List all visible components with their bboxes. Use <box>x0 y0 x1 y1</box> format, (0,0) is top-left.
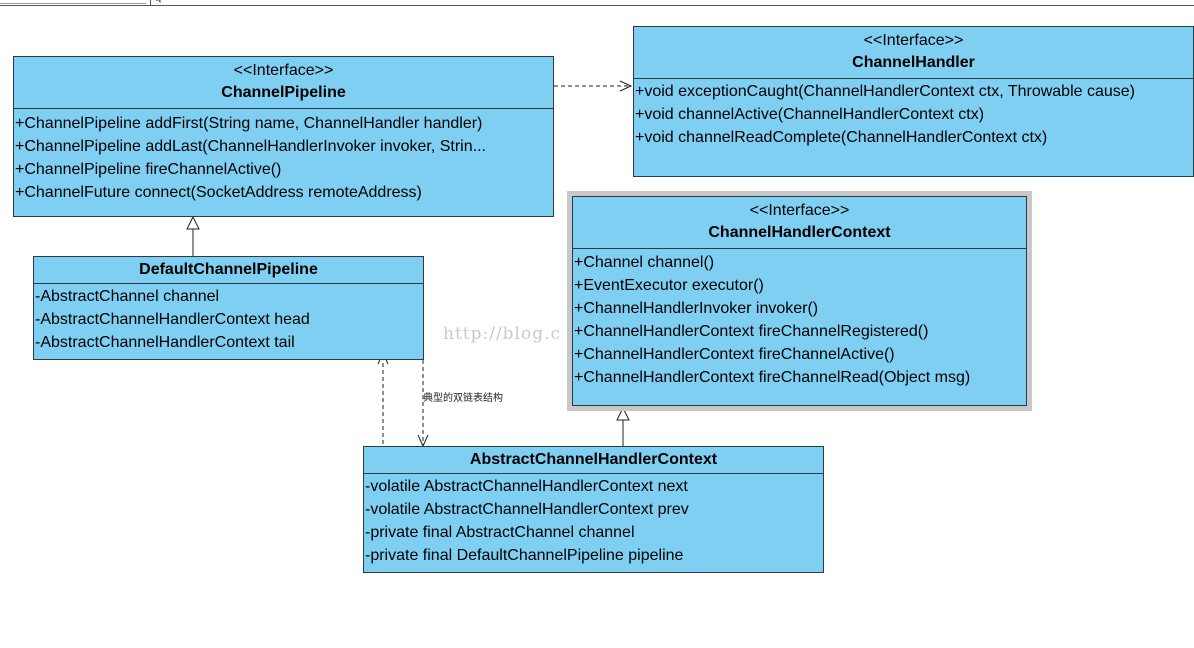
toolbar-glyph: ℚ <box>154 0 163 4</box>
realization-arrowhead-2 <box>616 406 630 421</box>
toolbar-tab-edge <box>0 0 146 4</box>
operation-item: +Channel channel() <box>574 254 715 271</box>
stereotype-label: <<Interface>> <box>863 32 964 49</box>
class-default-channel-pipeline[interactable]: DefaultChannelPipeline -AbstractChannel … <box>33 256 424 360</box>
operation-item: +void channelReadComplete(ChannelHandler… <box>635 129 1048 146</box>
attribute-item: -AbstractChannelHandlerContext tail <box>35 334 295 351</box>
class-channel-handler[interactable]: <<Interface>> ChannelHandler +void excep… <box>633 26 1194 177</box>
operation-item: +void channelActive(ChannelHandlerContex… <box>635 106 985 123</box>
attribute-item: -private final AbstractChannel channel <box>365 524 635 541</box>
operation-item: +ChannelPipeline addLast(ChannelHandlerI… <box>15 138 486 155</box>
attribute-item: -AbstractChannelHandlerContext head <box>35 311 310 328</box>
class-channel-handler-context[interactable]: <<Interface>> ChannelHandlerContext +Cha… <box>572 196 1027 406</box>
dependency-arrowhead <box>619 80 633 92</box>
operation-item: +ChannelHandlerContext fireChannelRead(O… <box>574 369 971 386</box>
operation-item: +EventExecutor executor() <box>574 277 764 294</box>
top-toolbar-edge: ℚ <box>0 0 1194 6</box>
link-note-label: 典型的双链表结构 <box>423 393 503 404</box>
operation-item: +ChannelPipeline fireChannelActive() <box>15 161 282 178</box>
stereotype-label: <<Interface>> <box>233 62 334 79</box>
attributes-compartment: -volatile AbstractChannelHandlerContext … <box>364 474 823 567</box>
attributes-compartment: -AbstractChannel channel -AbstractChanne… <box>34 284 423 354</box>
class-title: DefaultChannelPipeline <box>139 261 318 278</box>
toolbar-divider <box>150 0 151 5</box>
class-title: ChannelPipeline <box>221 84 346 101</box>
class-title: ChannelHandler <box>852 54 975 71</box>
class-header: <<Interface>> ChannelHandlerContext <box>573 197 1026 249</box>
operation-item: +ChannelPipeline addFirst(String name, C… <box>15 115 483 132</box>
operation-item: +ChannelHandlerContext fireChannelRegist… <box>574 323 929 340</box>
realization-arrowhead <box>186 215 200 230</box>
watermark-text: http://blog.c <box>443 324 562 344</box>
attribute-item: -private final DefaultChannelPipeline pi… <box>365 547 684 564</box>
class-header: <<Interface>> ChannelHandler <box>634 27 1193 79</box>
operation-item: +ChannelHandlerContext fireChannelActive… <box>574 346 895 363</box>
operations-compartment: +ChannelPipeline addFirst(String name, C… <box>14 109 553 204</box>
operation-item: +ChannelHandlerInvoker invoker() <box>574 300 819 317</box>
class-title: ChannelHandlerContext <box>708 224 891 241</box>
stereotype-label: <<Interface>> <box>749 202 850 219</box>
class-title: AbstractChannelHandlerContext <box>469 451 718 468</box>
attribute-item: -volatile AbstractChannelHandlerContext … <box>365 501 689 518</box>
class-header: AbstractChannelHandlerContext <box>364 447 823 474</box>
operations-compartment: +Channel channel() +EventExecutor execut… <box>573 249 1026 389</box>
class-channel-pipeline[interactable]: <<Interface>> ChannelPipeline +ChannelPi… <box>13 56 554 217</box>
operations-compartment: +void exceptionCaught(ChannelHandlerCont… <box>634 79 1193 149</box>
class-header: <<Interface>> ChannelPipeline <box>14 57 553 109</box>
attribute-item: -AbstractChannel channel <box>35 288 220 305</box>
operation-item: +ChannelFuture connect(SocketAddress rem… <box>15 184 422 201</box>
operation-item: +void exceptionCaught(ChannelHandlerCont… <box>635 83 1135 100</box>
class-header: DefaultChannelPipeline <box>34 257 423 284</box>
attribute-item: -volatile AbstractChannelHandlerContext … <box>365 478 688 495</box>
class-abstract-channel-handler-context[interactable]: AbstractChannelHandlerContext -volatile … <box>363 446 824 573</box>
